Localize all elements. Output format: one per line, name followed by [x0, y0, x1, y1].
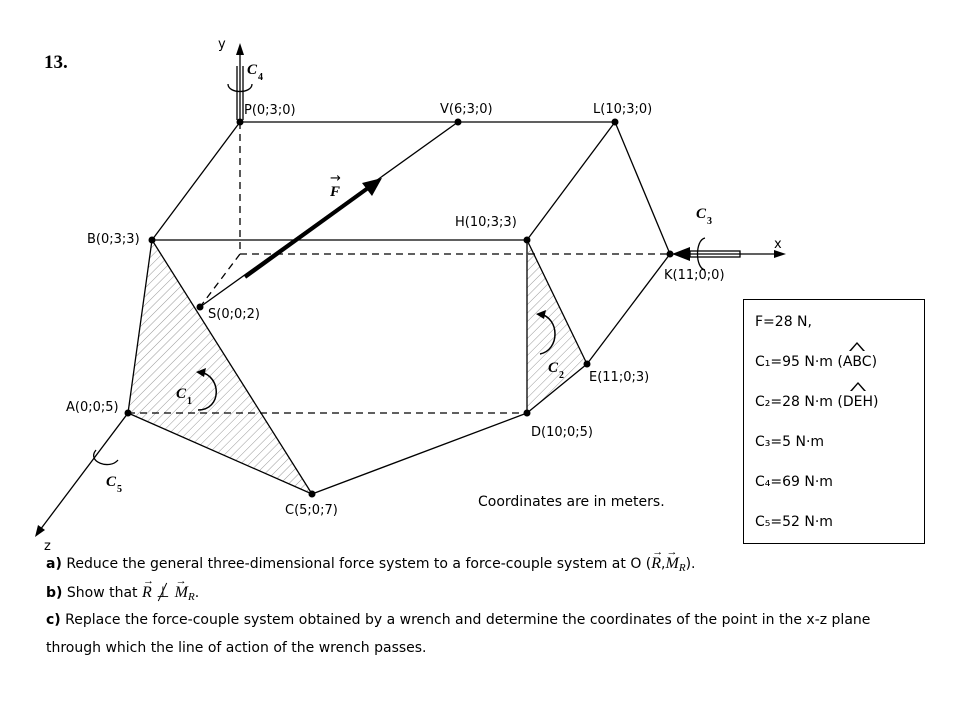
given-c5: C₅=52 N·m [755, 514, 833, 530]
question-b-sub: R [188, 591, 195, 603]
given-c1-triangle: ABC [842, 354, 872, 370]
visible-edges [127, 121, 671, 495]
question-a-m: M [666, 538, 679, 578]
point-label-k: K(11;0;0) [664, 268, 725, 283]
questions: a) Reduce the general three-dimensional … [46, 538, 946, 662]
force-f-arrow [243, 178, 382, 279]
problem-number: 13. [44, 52, 68, 73]
question-b-text: Show that [66, 585, 142, 601]
couple-c4-arrow [227, 66, 253, 120]
given-c1-close: ) [871, 354, 878, 370]
z-axis-label: z [44, 539, 51, 554]
point-label-p: P(0;3;0) [244, 103, 296, 118]
point-label-e: E(11;0;3) [589, 370, 649, 385]
couple-c2-subscript: 2 [559, 370, 564, 381]
question-b-letter: b) [46, 585, 63, 601]
question-c-text: Replace the force-couple system obtained… [65, 612, 871, 628]
couple-c1-subscript: 1 [187, 396, 192, 407]
couple-c2-curl-head [536, 310, 546, 319]
question-a-end: ). [685, 556, 696, 572]
question-b-r: R [142, 567, 154, 607]
given-c2-value: C₂=28 N·m ( [755, 394, 843, 410]
question-b: b) Show that R MR. [46, 567, 946, 607]
couple-c1-symbol: C [176, 386, 187, 402]
given-c1: C₁=95 N·m (ABC) [755, 353, 924, 393]
point-label-b: B(0;3;3) [87, 232, 140, 247]
question-b-m: M [175, 567, 188, 607]
force-f-arrow-glyph: → [330, 171, 341, 186]
couple-c5-subscript: 5 [117, 484, 122, 495]
question-a-text: Reduce the general three-dimensional for… [66, 556, 652, 572]
couple-c5-symbol: C [106, 474, 117, 490]
triangle-deh-shaded [527, 240, 587, 413]
point-label-c: C(5;0;7) [285, 503, 338, 518]
couple-c5-arrow [93, 449, 119, 466]
hidden-edges [128, 122, 670, 414]
units-note: Coordinates are in meters. [478, 494, 665, 510]
question-c-letter: c) [46, 612, 61, 628]
question-c-continued: through which the line of action of the … [46, 640, 427, 656]
point-label-l: L(10;3;0) [593, 102, 652, 117]
couple-c2-symbol: C [548, 360, 559, 376]
point-markers [124, 118, 674, 498]
point-label-s: S(0;0;2) [208, 307, 260, 322]
couple-c4-symbol: C [247, 62, 258, 78]
given-c2: C₂=28 N·m (DEH) [755, 393, 924, 433]
point-label-h: H(10;3;3) [455, 215, 517, 230]
couple-c3-symbol: C [696, 206, 707, 222]
triangle-abc-shaded [128, 240, 312, 494]
point-label-a: A(0;0;5) [66, 400, 119, 415]
couple-c3-subscript: 3 [707, 216, 712, 227]
couple-c1-curl-icon [197, 371, 217, 411]
question-c: c) Replace the force-couple system obtai… [46, 606, 946, 634]
question-a: a) Reduce the general three-dimensional … [46, 538, 946, 578]
question-a-comma: , [661, 556, 666, 572]
given-c2-close: ) [873, 394, 879, 410]
given-c4: C₄=69 N·m [755, 474, 833, 490]
point-label-v: V(6;3;0) [440, 102, 493, 117]
given-values-box: F=28 N, C₁=95 N·m (ABC) C₂=28 N·m (DEH) … [743, 299, 925, 544]
question-a-r: R [651, 538, 663, 578]
x-axis-label: x [774, 237, 782, 252]
question-b-end: . [194, 585, 200, 601]
given-force: F=28 N, [755, 314, 812, 330]
question-a-letter: a) [46, 556, 62, 572]
couple-c1-curl-head [196, 368, 206, 377]
y-axis-label: y [218, 37, 226, 52]
given-c1-value: C₁=95 N·m ( [755, 354, 843, 370]
couple-c3-head [672, 247, 690, 261]
given-c2-triangle: DEH [842, 394, 874, 410]
couple-c4-subscript: 4 [258, 72, 263, 83]
point-label-d: D(10;0;5) [531, 425, 593, 440]
couple-c2-curl-icon [539, 313, 556, 355]
structure-diagram: y x z F → C 4 C 3 C 5 C 1 C 2 [35, 37, 786, 554]
force-f-label: F [329, 184, 340, 200]
question-a-sub: R [678, 562, 686, 574]
not-perpendicular-icon [156, 578, 170, 607]
given-c3: C₃=5 N·m [755, 434, 825, 450]
